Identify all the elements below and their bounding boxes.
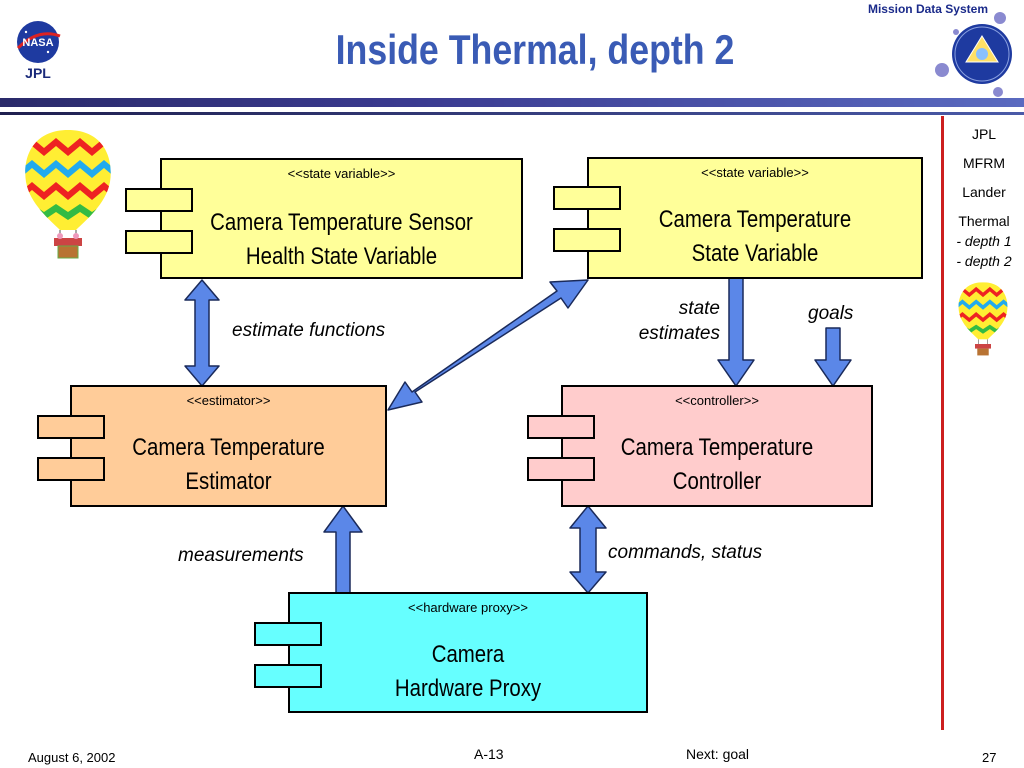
sensor-sv-port-bottom	[125, 230, 193, 254]
estimator-stereotype: <<estimator>>	[186, 393, 271, 408]
hw-proxy-port-bottom	[254, 664, 322, 688]
controller-name-line1: Camera Temperature	[620, 434, 814, 461]
diagram-arrows	[184, 277, 852, 594]
arrow-goals	[814, 327, 852, 387]
label-commands-status: commands, status	[608, 542, 763, 563]
temp-sv-name-line2: State Variable	[691, 240, 819, 267]
arrow-estimate-functions-sensor	[184, 279, 220, 387]
hw-proxy-port-top	[254, 622, 322, 646]
arrow-commands-status	[569, 505, 607, 594]
temp-sv-port-top	[553, 186, 621, 210]
footer-date: August 6, 2002	[28, 750, 116, 765]
sensor-sv-name-line2: Health State Variable	[245, 243, 438, 270]
nav-item-depth-2[interactable]: - depth 2	[956, 253, 1012, 269]
mds-logo	[934, 10, 1018, 98]
nav-item-thermal[interactable]: Thermal	[958, 213, 1010, 229]
hot-air-balloon-large	[20, 126, 116, 266]
nav-item-lander[interactable]: Lander	[962, 184, 1006, 200]
header-rule-thick	[0, 98, 1024, 107]
header-rule-thin	[0, 112, 1024, 115]
footer-code: A-13	[474, 746, 504, 762]
hw-proxy-stereotype: <<hardware proxy>>	[408, 600, 528, 615]
temp-sv-stereotype: <<state variable>>	[701, 165, 809, 180]
sensor-sv-fill	[162, 160, 521, 277]
hot-air-balloon-small	[955, 280, 1011, 360]
controller-name-line2: Controller	[672, 468, 762, 495]
nav-item-jpl[interactable]: JPL	[971, 126, 997, 142]
controller-stereotype: <<controller>>	[675, 393, 759, 408]
nasa-jpl-logo: NASA JPL	[8, 18, 68, 82]
label-state: state	[678, 298, 720, 319]
temp-sv-name-line1: Camera Temperature	[658, 206, 852, 233]
controller-port-top	[527, 415, 595, 439]
hw-proxy-name-line2: Hardware Proxy	[394, 675, 542, 702]
arrow-state-estimates	[717, 277, 755, 387]
label-goals: goals	[808, 303, 854, 324]
svg-text:JPL: JPL	[25, 65, 51, 81]
next-link[interactable]: Next: goal	[686, 746, 750, 762]
svg-text:NASA: NASA	[22, 37, 53, 49]
hardware-proxy-box: <<hardware proxy>> Camera Hardware Proxy	[288, 592, 648, 713]
estimator-port-bottom	[37, 457, 105, 481]
temp-sv-port-bottom	[553, 228, 621, 252]
sensor-health-state-variable-box: <<state variable>> Camera Temperature Se…	[160, 158, 523, 279]
hw-proxy-name-line1: Camera	[431, 641, 505, 668]
arrow-measurements	[323, 505, 363, 594]
estimator-name-line1: Camera Temperature	[132, 434, 325, 461]
estimator-port-top	[37, 415, 105, 439]
sensor-sv-stereotype: <<state variable>>	[287, 166, 396, 181]
page-title: Inside Thermal, depth 2	[335, 26, 735, 73]
arrow-estimate-functions-temp	[387, 279, 589, 411]
sidebar-divider	[941, 116, 944, 730]
page-number: 27	[982, 750, 997, 765]
sensor-sv-name-line1: Camera Temperature Sensor	[210, 209, 473, 236]
label-measurements: measurements	[178, 545, 304, 566]
brand-label: Mission Data System	[867, 2, 988, 16]
nav-item-depth-1[interactable]: - depth 1	[956, 233, 1012, 249]
temperature-state-variable-box: <<state variable>> Camera Temperature St…	[587, 157, 923, 279]
label-estimates: estimates	[638, 323, 720, 344]
estimator-name-line2: Estimator	[185, 468, 272, 495]
label-estimate-functions: estimate functions	[232, 320, 386, 341]
sensor-sv-port-top	[125, 188, 193, 212]
estimator-box: <<estimator>> Camera Temperature Estimat…	[70, 385, 387, 507]
nav-item-mfrm[interactable]: MFRM	[963, 155, 1005, 171]
controller-port-bottom	[527, 457, 595, 481]
controller-box: <<controller>> Camera Temperature Contro…	[561, 385, 873, 507]
